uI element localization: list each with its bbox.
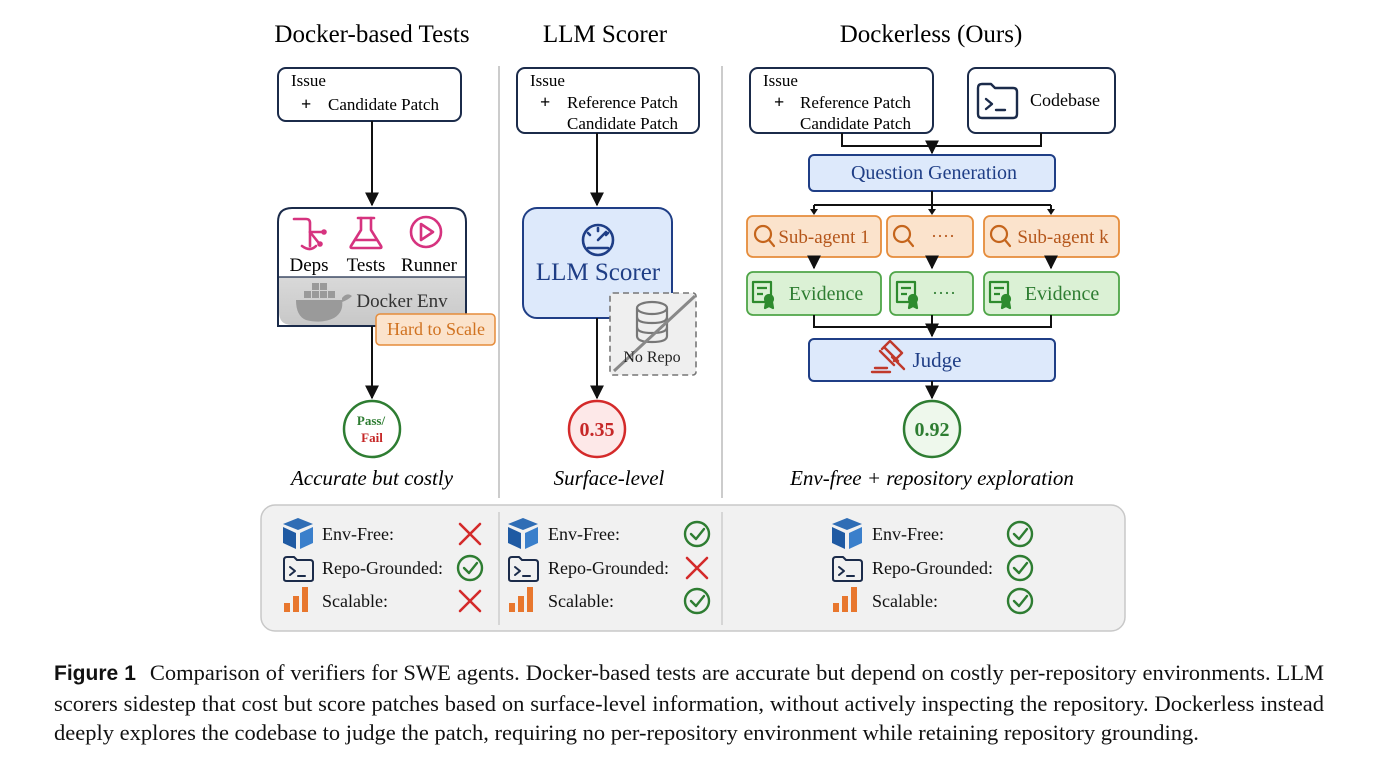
runner-label: Runner	[401, 255, 458, 276]
comparison-rows: Env-Free: Repo-Grounded: Scalable: Env-Free…	[283, 518, 1034, 615]
check-icon	[456, 554, 484, 582]
dockerless-score-result	[902, 399, 962, 459]
bar-chart-icon	[284, 587, 308, 612]
database-icon	[635, 300, 669, 344]
llm-score-value: 0.35	[580, 419, 615, 441]
certificate-icon	[895, 280, 919, 310]
llm-column-title: LLM Scorer	[543, 21, 668, 48]
dockerless-input-reference: Reference Patch	[800, 93, 911, 112]
docker-env-label: Docker Env	[356, 291, 448, 312]
no-repo-label: No Repo	[623, 349, 680, 366]
cross-icon	[458, 522, 482, 546]
dockerless-column-title: Dockerless (Ours)	[840, 21, 1023, 48]
bar-chart-icon	[509, 587, 533, 612]
evidence-ellipsis: ····	[932, 283, 956, 303]
hard-to-scale-label: Hard to Scale	[387, 319, 485, 339]
judge-label: Judge	[913, 348, 962, 372]
deps-label: Deps	[289, 255, 328, 276]
comparison-row-label: Env-Free:	[548, 524, 620, 544]
subagent-label-k: Sub-agent k	[1017, 227, 1109, 248]
check-icon	[1006, 520, 1034, 548]
comparison-panel	[260, 504, 1126, 632]
docker-column-title: Docker-based Tests	[274, 21, 469, 48]
llm-input-reference: Reference Patch	[567, 93, 678, 112]
dockerless-input-plus: +	[774, 92, 784, 112]
terminal-folder-icon	[508, 556, 539, 582]
package-icon	[508, 518, 538, 549]
comparison-row-label: Scalable:	[548, 591, 614, 611]
search-icon	[753, 224, 776, 248]
subagent-ellipsis: ····	[931, 226, 955, 246]
llm-input-candidate: Candidate Patch	[567, 114, 678, 133]
figure-label: Figure 1	[54, 662, 136, 685]
terminal-folder-icon	[976, 82, 1019, 120]
figure-caption: Figure 1 Comparison of verifiers for SWE…	[54, 658, 1324, 748]
certificate-icon	[751, 280, 775, 310]
cross-icon	[685, 556, 709, 580]
llm-score-result	[567, 399, 627, 459]
check-icon	[1006, 554, 1034, 582]
terminal-folder-icon	[832, 556, 863, 582]
comparison-row-label: Repo-Grounded:	[322, 558, 443, 578]
comparison-row-label: Scalable:	[322, 591, 388, 611]
dockerless-input-issue: Issue	[763, 71, 798, 90]
cross-icon	[458, 589, 482, 613]
check-icon	[1006, 587, 1034, 615]
search-icon	[892, 224, 915, 248]
llm-input-plus: +	[540, 92, 550, 112]
gavel-icon	[870, 339, 906, 374]
evidence-label-k: Evidence	[1025, 283, 1100, 305]
bar-chart-icon	[833, 587, 857, 612]
deps-icon	[292, 217, 327, 251]
subagent-box-middle	[886, 215, 974, 258]
subagent-evidence-arrows	[807, 255, 1058, 270]
question-generation-label: Question Generation	[851, 162, 1017, 184]
search-icon	[989, 224, 1012, 248]
docker-input-box	[277, 67, 462, 122]
merge-lines	[841, 133, 1042, 147]
no-repo-strike	[612, 294, 697, 373]
certificate-icon	[988, 280, 1012, 310]
docker-input-issue: Issue	[291, 71, 326, 90]
fanout-lines	[813, 191, 1052, 212]
verifier-comparison-diagram: Docker-based Tests Issue + Candidate Pat…	[260, 21, 1126, 632]
tests-label: Tests	[347, 255, 386, 276]
dockerless-score-value: 0.92	[915, 419, 950, 441]
pass-label: Pass/	[357, 413, 386, 428]
comparison-row-label: Repo-Grounded:	[872, 558, 993, 578]
hard-to-scale-badge	[375, 313, 496, 346]
llm-tagline: Surface-level	[554, 466, 665, 490]
codebase-label: Codebase	[1030, 90, 1100, 110]
comparison-row-label: Scalable:	[872, 591, 938, 611]
evidence-label-1: Evidence	[789, 283, 864, 305]
flask-icon	[349, 216, 383, 250]
terminal-folder-icon	[283, 556, 314, 582]
docker-input-candidate: Candidate Patch	[328, 95, 439, 114]
docker-input-plus: +	[301, 94, 311, 114]
llm-input-issue: Issue	[530, 71, 565, 90]
speedometer-icon	[581, 223, 615, 257]
comparison-row-label: Repo-Grounded:	[548, 558, 669, 578]
package-icon	[832, 518, 862, 549]
comparison-row-label: Env-Free:	[322, 524, 394, 544]
llm-scorer-label: LLM Scorer	[536, 259, 661, 286]
figure-caption-text: Comparison of verifiers for SWE agents. …	[54, 660, 1325, 745]
check-icon	[683, 587, 711, 615]
package-icon	[283, 518, 313, 549]
dockerless-input-candidate: Candidate Patch	[800, 114, 911, 133]
play-icon	[409, 215, 443, 249]
fail-label: Fail	[361, 430, 383, 445]
comparison-row-label: Env-Free:	[872, 524, 944, 544]
pass-fail-result	[342, 399, 402, 459]
llm-input-box	[516, 67, 700, 134]
evidence-merge-lines	[813, 315, 1052, 328]
dockerless-tagline: Env-free + repository exploration	[789, 466, 1074, 490]
check-icon	[683, 520, 711, 548]
docker-whale-icon	[296, 283, 352, 322]
subagent-label-1: Sub-agent 1	[778, 227, 869, 248]
docker-tagline: Accurate but costly	[289, 466, 454, 490]
